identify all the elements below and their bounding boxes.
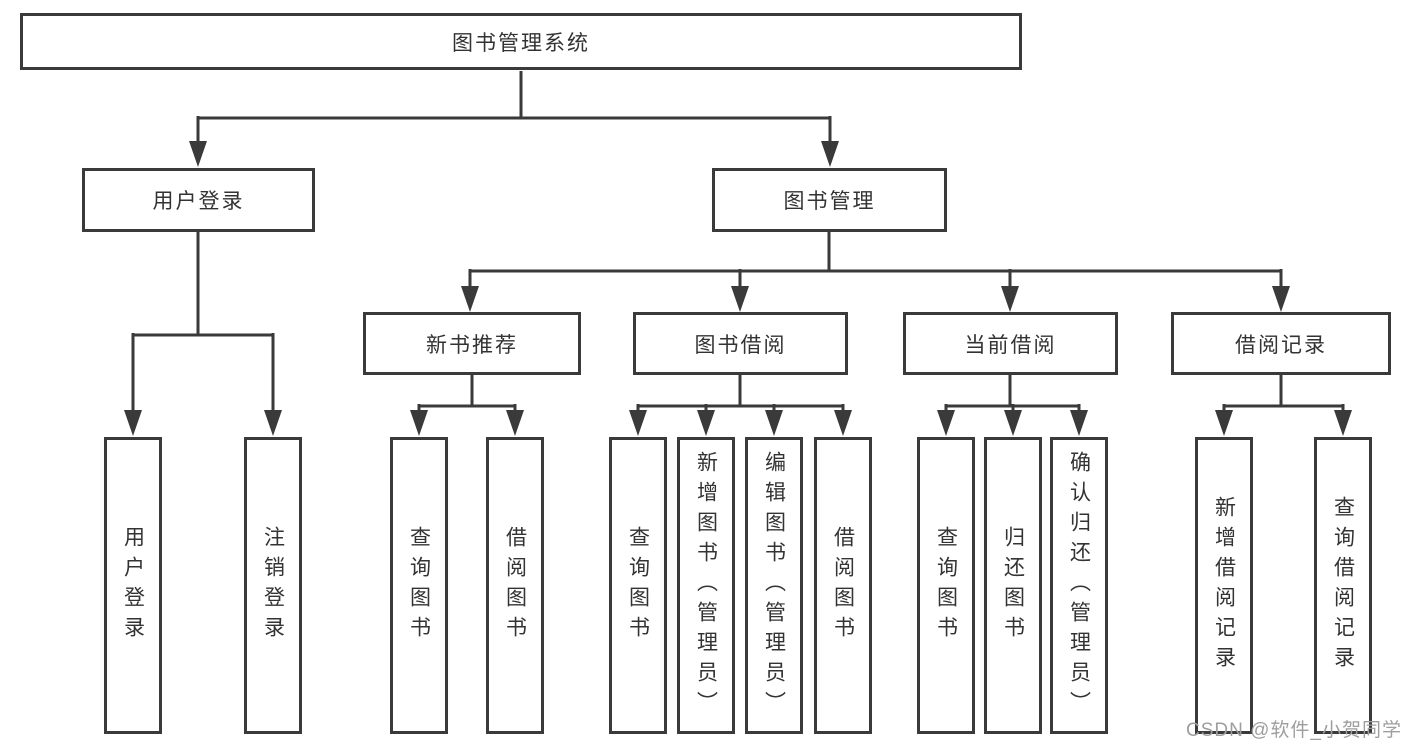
node-current-borrowing: 当前借阅 — [903, 312, 1118, 375]
leaf-logout: 注销登录 — [244, 437, 302, 734]
leaf-confirm-return-admin: 确认归还（管理员） — [1050, 437, 1108, 734]
node-label: 新书推荐 — [426, 333, 518, 357]
node-user-login: 用户登录 — [82, 168, 315, 232]
node-label: 借阅记录 — [1235, 333, 1327, 357]
node-label: 图书管理 — [783, 190, 876, 213]
node-book-management: 图书管理 — [712, 168, 947, 232]
csdn-watermark: CSDN @软件_小贺同学 — [1186, 720, 1402, 741]
leaf-query-borrow-record: 查询借阅记录 — [1314, 437, 1372, 734]
node-label: 查询图书 — [626, 525, 650, 646]
leaf-borrow-books-recommend: 借阅图书 — [486, 437, 544, 734]
node-label: 当前借阅 — [964, 333, 1057, 357]
leaf-query-books-current: 查询图书 — [917, 437, 975, 734]
node-new-book-recommendation: 新书推荐 — [363, 312, 581, 375]
node-label: 注销登录 — [261, 525, 285, 646]
leaf-add-borrow-record: 新增借阅记录 — [1195, 437, 1253, 734]
leaf-borrow-books: 借阅图书 — [814, 437, 872, 734]
node-label: 新增借阅记录 — [1212, 495, 1236, 676]
node-label: 借阅图书 — [503, 525, 527, 646]
node-label: 归还图书 — [1001, 525, 1025, 646]
node-library-system-root: 图书管理系统 — [20, 13, 1022, 70]
node-label: 查询图书 — [407, 525, 431, 646]
node-label: 确认归还（管理员） — [1067, 450, 1091, 721]
node-book-borrowing: 图书借阅 — [633, 312, 848, 375]
node-label: 图书管理系统 — [452, 31, 590, 55]
node-label: 图书借阅 — [694, 333, 787, 357]
node-borrowing-records: 借阅记录 — [1171, 312, 1391, 375]
node-label: 新增图书（管理员） — [694, 450, 718, 721]
leaf-return-books: 归还图书 — [984, 437, 1042, 734]
node-label: 编辑图书（管理员） — [762, 450, 786, 721]
node-label: 查询借阅记录 — [1331, 495, 1355, 676]
leaf-edit-books-admin: 编辑图书（管理员） — [745, 437, 803, 734]
node-label: 借阅图书 — [831, 525, 855, 646]
leaf-user-login: 用户登录 — [104, 437, 162, 734]
node-label: 用户登录 — [121, 525, 145, 646]
leaf-query-books-borrow: 查询图书 — [609, 437, 667, 734]
node-label: 查询图书 — [934, 525, 958, 646]
leaf-add-books-admin: 新增图书（管理员） — [677, 437, 735, 734]
node-label: 用户登录 — [152, 190, 245, 213]
leaf-query-books-recommend: 查询图书 — [390, 437, 448, 734]
